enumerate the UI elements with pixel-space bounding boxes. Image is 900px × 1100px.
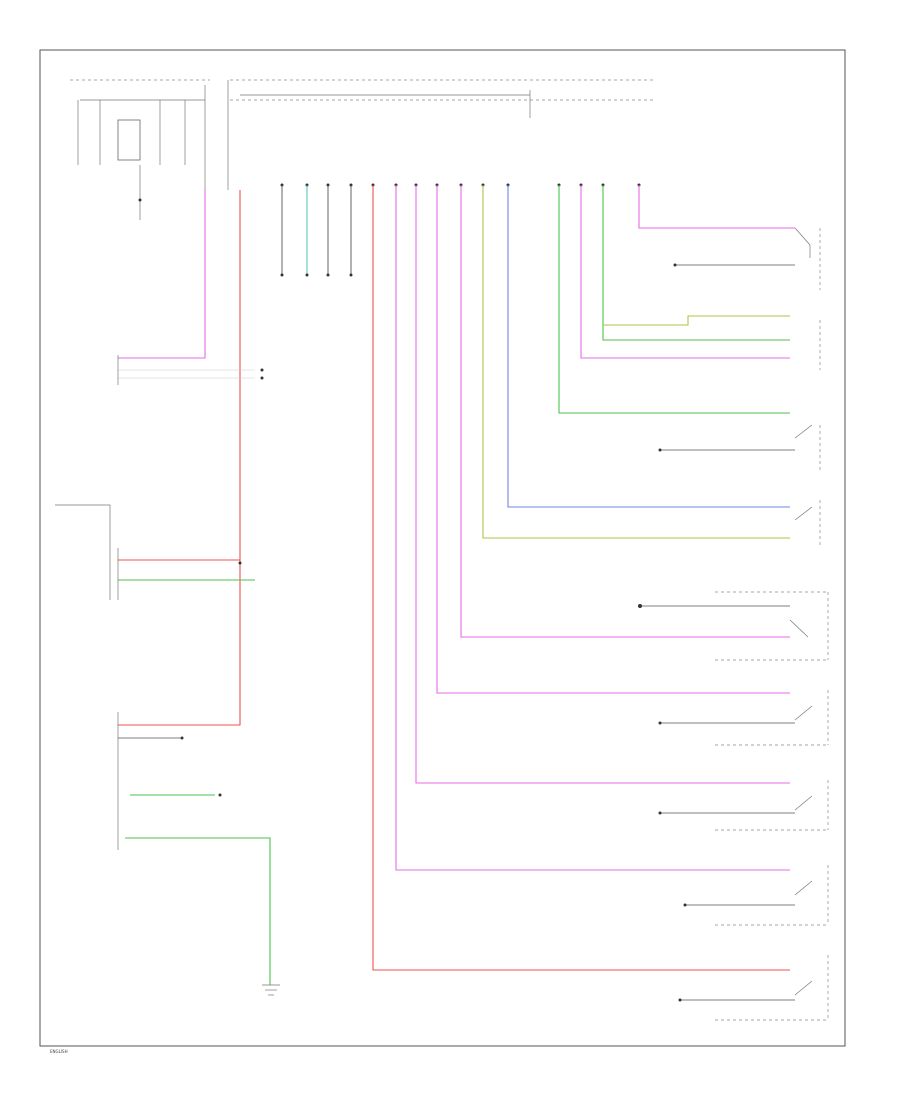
diagram-border: [39, 49, 846, 1047]
pink-wire-left: [118, 190, 206, 359]
pink-wire-switch-4: [415, 185, 790, 784]
green-wire-liftgate: [558, 185, 790, 414]
left-modules: [55, 355, 280, 996]
pink-wire-switch-5: [395, 185, 790, 871]
right-module-boundaries: [715, 228, 829, 1021]
green-wire-ground: [125, 837, 271, 985]
battery-relay-block: [70, 79, 210, 220]
pink-wire-hood-switch: [638, 185, 795, 229]
olive-wire-hood: [603, 315, 790, 326]
diagram-footer-label: ENGLISH: [50, 1049, 68, 1054]
right-switches: [638, 227, 813, 1002]
pink-wire-liftgate: [580, 185, 790, 359]
red-wire-switch-6: [372, 185, 790, 971]
top-connector-strip: [227, 79, 655, 190]
olive-wire-switch: [482, 185, 790, 539]
red-wire-main: [118, 190, 241, 726]
pink-wire-switch-3: [436, 185, 790, 694]
blue-wire-switch: [507, 185, 790, 508]
ground-leads: [280, 185, 353, 277]
pink-wire-switch-2: [460, 185, 790, 638]
green-wire-hood: [602, 185, 790, 341]
